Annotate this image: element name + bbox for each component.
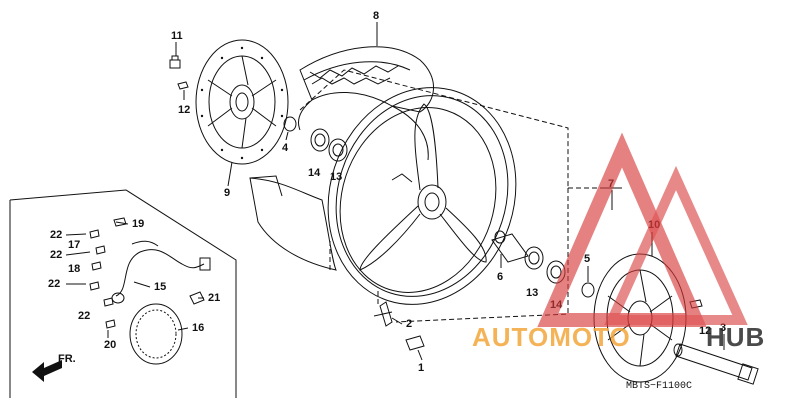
valve-cap-1 xyxy=(405,335,425,351)
part-code: MBTS−F1100C xyxy=(626,381,692,392)
watermark-triangles-icon xyxy=(537,132,748,327)
callout-16: 16 xyxy=(192,322,204,334)
dust-seal-14-left xyxy=(310,128,330,152)
callout-15: 15 xyxy=(154,281,166,293)
callout-13: 13 xyxy=(330,171,342,183)
collar-6 xyxy=(491,230,529,263)
callout-18: 18 xyxy=(68,263,80,275)
front-direction-arrow xyxy=(32,360,62,382)
direction-label: FR. xyxy=(58,353,76,365)
leader-lines xyxy=(299,69,600,323)
valve-2 xyxy=(373,301,393,327)
callout-3: 3 xyxy=(720,322,726,334)
axle-3 xyxy=(673,343,759,385)
bearing-13-right xyxy=(524,246,544,270)
callout-8: 8 xyxy=(373,10,379,22)
wheel-rim xyxy=(327,87,517,305)
brake-disc-left xyxy=(195,39,289,165)
callout-14: 14 xyxy=(308,167,321,179)
small-bolts-cluster xyxy=(89,229,205,329)
callout-9: 9 xyxy=(224,187,230,199)
disc-bolt-11 xyxy=(169,55,181,69)
callout-19: 19 xyxy=(132,218,144,230)
watermark-logo: AUTOMOTO HUB xyxy=(472,132,765,352)
callout-5: 5 xyxy=(584,253,590,265)
callout-leaders xyxy=(65,22,725,361)
callout-1: 1 xyxy=(418,362,424,374)
callout-4: 4 xyxy=(282,142,289,154)
callout-2: 2 xyxy=(406,318,412,330)
watermark-text-b: HUB xyxy=(706,322,765,352)
callout-22-b: 22 xyxy=(50,249,62,261)
pulser-ring-16 xyxy=(129,303,183,365)
fender-part xyxy=(249,175,337,271)
callout-12-right: 12 xyxy=(699,325,711,337)
callout-20: 20 xyxy=(104,339,116,351)
callout-17: 17 xyxy=(68,239,80,251)
callout-11: 11 xyxy=(171,30,183,42)
tire-part xyxy=(298,46,434,161)
callout-22-c: 22 xyxy=(48,278,60,290)
speed-sensor-15 xyxy=(111,217,211,304)
callout-22-d: 22 xyxy=(78,310,90,322)
collar-4 xyxy=(283,116,297,132)
disc-bolt-12 xyxy=(177,81,189,90)
callout-13-right: 13 xyxy=(526,287,538,299)
callout-6: 6 xyxy=(497,271,503,283)
bearing-13-left xyxy=(328,138,348,162)
callout-21: 21 xyxy=(208,292,220,304)
collar-5 xyxy=(581,282,595,298)
sensor-box xyxy=(9,189,237,398)
callout-22-a: 22 xyxy=(50,229,62,241)
watermark-text-a: AUTOMOTO xyxy=(472,322,631,352)
callout-12: 12 xyxy=(178,104,190,116)
